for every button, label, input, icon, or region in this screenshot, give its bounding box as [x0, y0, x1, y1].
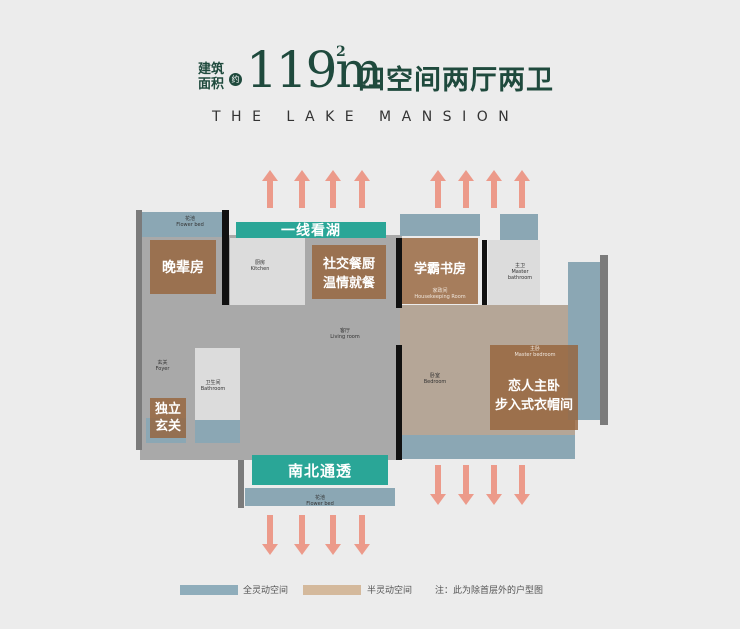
- wall-west: [136, 210, 142, 450]
- master-suite-callout: 恋人主卧步入式衣帽间: [490, 345, 578, 430]
- wall-bedroom: [396, 345, 402, 460]
- dining-callout: 社交餐厨温情就餐: [312, 245, 386, 299]
- arrow-up-icon: [354, 170, 370, 208]
- legend-note: 注：此为除首层外的户型图: [435, 586, 544, 596]
- bath-window-area: [500, 214, 538, 240]
- foyer-callout: 独立玄关: [150, 398, 186, 438]
- legend-swatch-half: [303, 585, 361, 595]
- area-label: 建筑面积: [198, 62, 224, 92]
- legend-full-label: 全灵动空间: [243, 586, 289, 596]
- study-callout: 学霸书房: [402, 238, 478, 304]
- arrow-down-icon: [430, 465, 446, 505]
- layout-title: 四空间两厅两卫: [358, 65, 554, 96]
- flower-bed-s: [245, 488, 395, 506]
- arrow-up-icon: [294, 170, 310, 208]
- subtitle: THE LAKE MANSION: [212, 109, 520, 125]
- area-value: 119m: [246, 41, 383, 99]
- bathroom-strip: [195, 420, 240, 443]
- wall-kitchen: [222, 210, 229, 305]
- arrow-down-icon: [354, 515, 370, 555]
- area-unit-superscript: 2: [336, 44, 346, 60]
- flower-bed-nw: [140, 212, 222, 237]
- south-bedroom-strip: [400, 435, 575, 459]
- approx-badge: 约: [229, 73, 242, 86]
- legend-swatch-full: [180, 585, 238, 595]
- area-label-line2: 面积: [198, 77, 225, 92]
- arrow-up-icon: [262, 170, 278, 208]
- area-label-line1: 建筑: [198, 62, 225, 77]
- wall-bath: [482, 240, 487, 305]
- arrow-down-icon: [262, 515, 278, 555]
- arrow-down-icon: [458, 465, 474, 505]
- flower-bed-n: [400, 214, 480, 236]
- legend-half-label: 半灵动空间: [367, 586, 413, 596]
- master-bath-floor: [488, 240, 540, 305]
- elder-room-callout: 晚辈房: [150, 240, 216, 294]
- arrow-up-icon: [458, 170, 474, 208]
- wall-study: [396, 238, 402, 308]
- arrow-down-icon: [294, 515, 310, 555]
- arrow-down-icon: [514, 465, 530, 505]
- arrow-up-icon: [486, 170, 502, 208]
- kitchen-floor: [230, 238, 305, 305]
- lake-view-callout: 一线看湖: [236, 222, 386, 239]
- arrow-down-icon: [486, 465, 502, 505]
- wall-sw: [238, 460, 244, 508]
- arrow-up-icon: [430, 170, 446, 208]
- arrow-up-icon: [514, 170, 530, 208]
- arrow-up-icon: [325, 170, 341, 208]
- through-callout: 南北通透: [252, 455, 388, 485]
- bathroom-floor: [195, 348, 240, 420]
- arrow-down-icon: [325, 515, 341, 555]
- wall-east: [600, 255, 608, 425]
